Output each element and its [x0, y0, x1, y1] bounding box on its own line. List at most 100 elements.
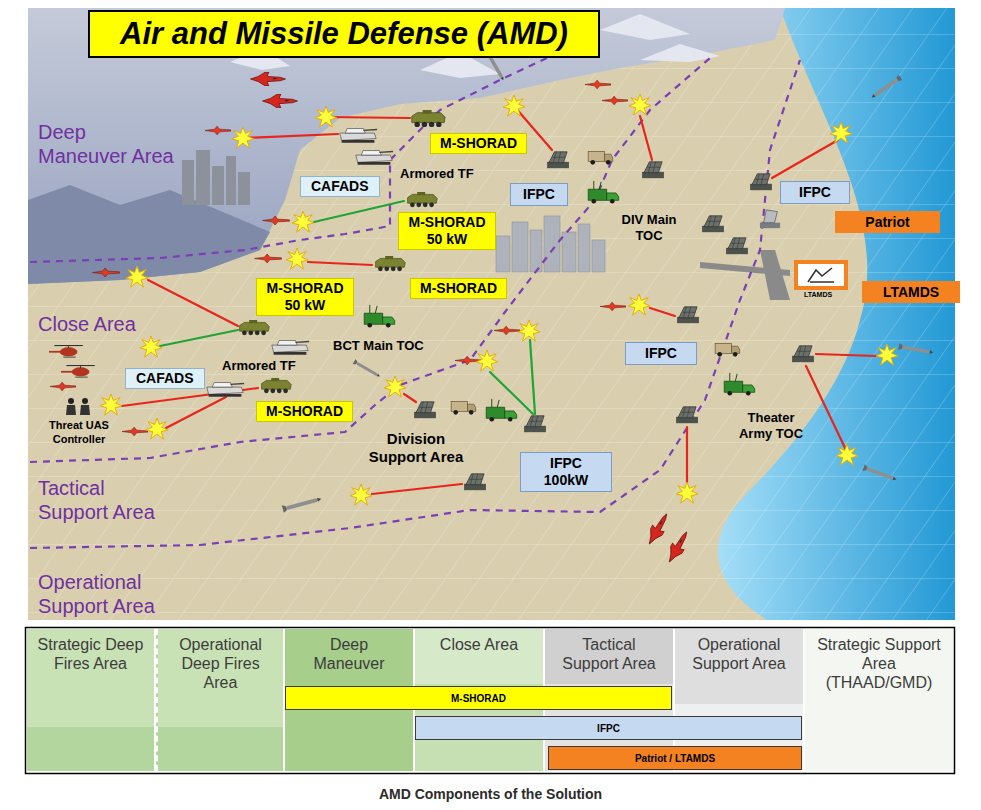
node-text: Operational Deep Fires Area	[158, 629, 283, 727]
engagement-lines	[122, 106, 876, 494]
system-tag: Patriot	[835, 211, 940, 233]
support-truck	[451, 401, 476, 414]
intercept-burst	[503, 95, 525, 116]
intercept-burst	[292, 211, 314, 232]
radar	[760, 210, 780, 228]
illustration-part	[806, 366, 846, 450]
illustration-part	[148, 280, 238, 326]
coverage-bar: IFPC	[415, 716, 802, 740]
threat-jet	[263, 94, 298, 108]
ltamds-icon	[796, 262, 846, 288]
node-text: M-SHORAD	[266, 403, 343, 420]
m-shorad-vehicle	[412, 110, 445, 127]
threat-missile	[862, 464, 897, 483]
illustration-part	[640, 116, 652, 160]
sea-grid	[718, 8, 955, 620]
threat-drone	[585, 80, 611, 89]
illustration-part	[212, 166, 224, 205]
threat-jet	[663, 528, 693, 565]
m-shorad-vehicle	[408, 192, 438, 207]
city	[496, 216, 605, 272]
threat-jet	[251, 72, 286, 86]
system-tag: IFPC	[780, 181, 850, 204]
illustration-part	[326, 117, 410, 118]
cruise-missile	[282, 495, 323, 513]
system-tag: IFPC 100kW	[520, 452, 612, 492]
area-boundary	[30, 60, 800, 548]
command-post	[724, 373, 754, 396]
icon-label: LTAMDS	[804, 290, 832, 299]
terrain	[28, 8, 955, 620]
intercept-burst	[146, 418, 168, 439]
area-label: Deep Maneuver Area	[38, 120, 178, 168]
system-tag: CAFADS	[300, 176, 380, 197]
patriot-launcher	[702, 216, 724, 232]
area-label: Close Area	[38, 312, 136, 336]
tank	[340, 129, 377, 142]
node-text: CAFADS	[311, 178, 369, 195]
threat-drone	[122, 427, 148, 436]
node-text: M-SHORAD 50 kW	[266, 280, 344, 314]
area-column: Strategic Deep Fires Area	[27, 629, 154, 771]
intercept-burst	[830, 122, 852, 143]
threat-drone	[93, 268, 120, 277]
system-tag: LTAMDS	[862, 281, 960, 303]
illustration-part	[166, 397, 226, 428]
node-text: IFPC	[793, 184, 837, 201]
intercept-burst	[286, 248, 308, 269]
intercept-burst	[126, 266, 148, 287]
tank	[356, 151, 393, 164]
unit-label: Theater Army TOC	[732, 410, 810, 442]
support-truck	[588, 151, 613, 164]
illustration-part	[496, 236, 510, 272]
illustration-part	[530, 340, 535, 414]
area-boundary	[30, 58, 710, 462]
illustration-part	[243, 134, 338, 138]
m-shorad-vehicle	[240, 320, 270, 335]
area-boundary	[30, 52, 560, 262]
intercept-burst	[876, 344, 898, 365]
node-text: Operational Support Area	[675, 629, 803, 704]
illustration-part	[512, 222, 528, 272]
node-text: Patriot / LTAMDS	[635, 753, 715, 764]
illustration-part	[530, 230, 542, 272]
illustration-part	[650, 308, 675, 316]
city	[182, 150, 250, 205]
uas-operators	[66, 398, 90, 415]
intercept-burst	[232, 127, 254, 148]
mountains	[28, 8, 785, 284]
illustration-part	[544, 216, 560, 272]
ifpc-launcher	[750, 174, 772, 190]
node-text: M-SHORAD 50 kW	[408, 214, 486, 248]
threat-drone	[602, 96, 628, 105]
unit-label: Armored TF	[222, 358, 296, 374]
node-text: Deep Maneuver	[285, 629, 413, 684]
system-tag: IFPC	[510, 183, 568, 206]
threat-drone	[494, 326, 520, 335]
road	[700, 250, 790, 300]
node-text: IFPC	[597, 723, 620, 734]
command-post	[588, 181, 618, 204]
intercept-burst	[384, 376, 406, 397]
tank	[207, 383, 244, 396]
intercept-burst	[140, 336, 162, 357]
illustration-part	[314, 201, 404, 222]
ifpc-launcher	[676, 407, 698, 423]
ifpc-launcher	[547, 152, 569, 168]
unit-label: Threat UAS Controller	[44, 418, 114, 446]
illustration-part	[238, 172, 250, 205]
figure-caption: AMD Components of the Solution	[0, 786, 981, 802]
intercept-burst	[676, 482, 698, 503]
illustration-part	[308, 262, 372, 265]
node-text: M-SHORAD	[451, 693, 506, 704]
area-column: Strategic Support Area (THAAD/GMD)	[805, 629, 953, 771]
threat-drone	[600, 302, 626, 311]
ifpc-launcher	[524, 416, 546, 432]
illustration-part	[196, 150, 210, 205]
unit-label: DIV Main TOC	[612, 212, 686, 244]
illustration-part	[226, 156, 236, 205]
unit-label: BCT Main TOC	[333, 338, 424, 354]
title-text: Air and Missile Defense (AMD)	[90, 12, 598, 56]
intercept-burst	[518, 320, 540, 341]
threat-helicopter	[61, 366, 95, 378]
